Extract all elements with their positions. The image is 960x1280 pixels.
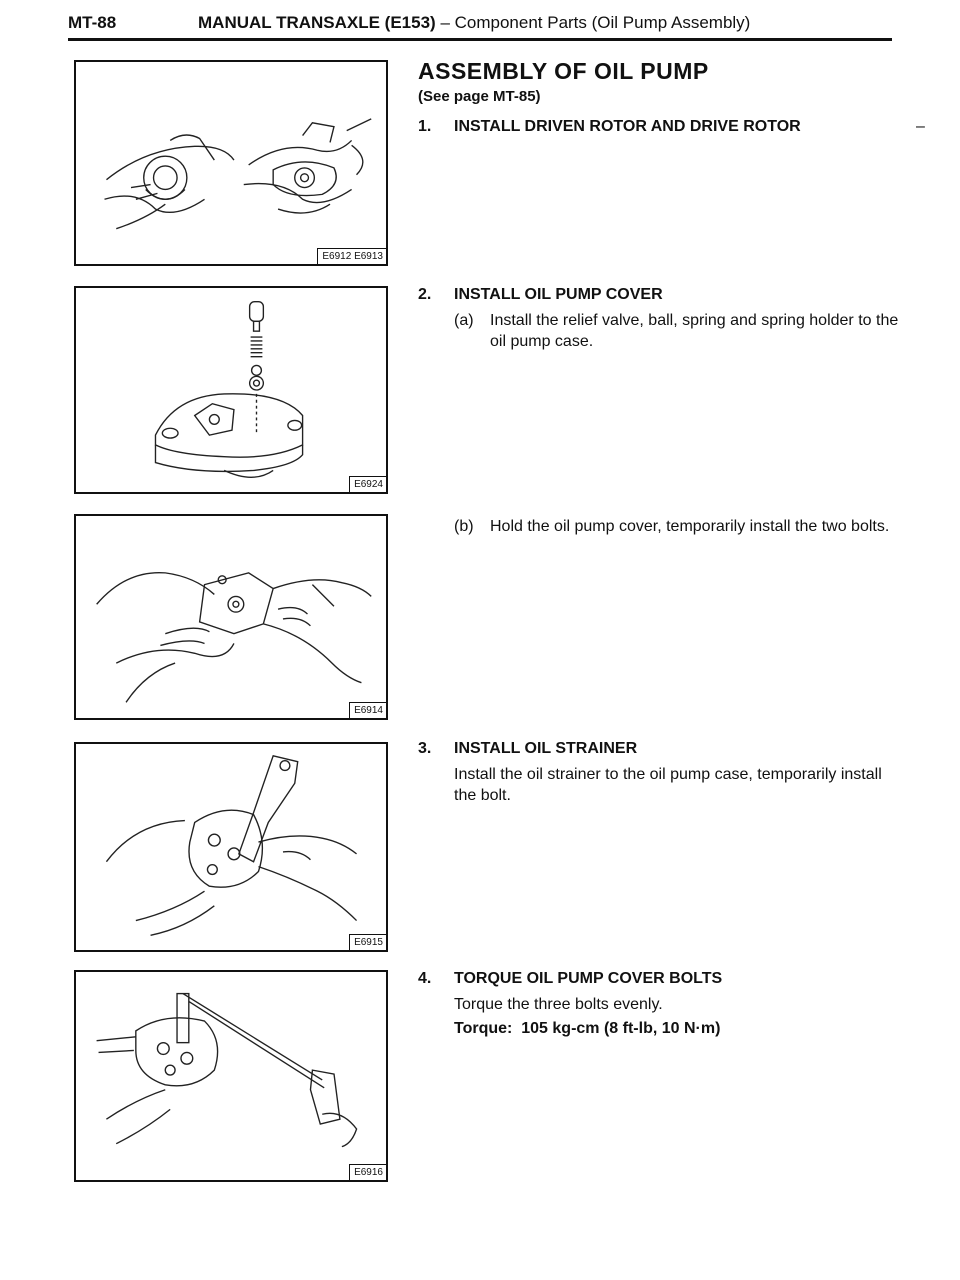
step-4-heading: 4. TORQUE OIL PUMP COVER BOLTS	[418, 970, 722, 988]
illustration-torque-wrench	[96, 992, 358, 1148]
substep-text: Hold the oil pump cover, temporarily ins…	[490, 518, 890, 535]
step-number: 3.	[418, 740, 432, 757]
figure-code: E6924	[349, 476, 386, 492]
step-3-heading: 3. INSTALL OIL STRAINER	[418, 740, 637, 758]
page-title: MANUAL TRANSAXLE (E153) – Component Part…	[198, 12, 750, 34]
figure-hold-cover: E6914	[74, 514, 388, 720]
figure-code: E6912 E6913	[317, 248, 386, 264]
substep-label: (a)	[454, 312, 474, 329]
illustration-hands-strainer	[105, 754, 358, 936]
chapter-subtitle: – Component Parts (Oil Pump Assembly)	[435, 13, 751, 32]
chapter-title: MANUAL TRANSAXLE (E153)	[198, 13, 436, 32]
step-3-text: Install the oil strainer to the oil pump…	[454, 766, 882, 804]
step-number: 1.	[418, 118, 432, 135]
substep-text: Install the relief valve, ball, spring a…	[490, 312, 899, 350]
step-number: 2.	[418, 286, 432, 303]
step-number: 4.	[418, 970, 432, 987]
step-1-heading: 1. INSTALL DRIVEN ROTOR AND DRIVE ROTOR	[418, 118, 801, 136]
step-title: INSTALL OIL STRAINER	[454, 740, 638, 757]
step-2a: (a) Install the relief valve, ball, spri…	[454, 310, 904, 352]
figure-relief-valve: E6924	[74, 286, 388, 494]
substep-label: (b)	[454, 518, 474, 535]
torque-label: Torque:	[454, 1020, 513, 1037]
torque-spec: Torque: 105 kg-cm (8 ft-lb, 10 N·m)	[454, 1020, 720, 1038]
step-title: INSTALL DRIVEN ROTOR AND DRIVE ROTOR	[454, 118, 801, 135]
section-reference: (See page MT-85)	[418, 88, 541, 105]
step-4-text: Torque the three bolts evenly.	[454, 996, 663, 1013]
illustration-hands-rotors	[104, 118, 372, 230]
page-header: MT-88 MANUAL TRANSAXLE (E153) – Componen…	[68, 12, 892, 41]
section-title: ASSEMBLY OF OIL PUMP	[418, 58, 709, 84]
step-2b: (b) Hold the oil pump cover, temporarily…	[454, 516, 904, 537]
figure-code: E6916	[349, 1164, 386, 1180]
illustration-hands-cover	[96, 571, 372, 703]
figure-torque-bolts: E6916	[74, 970, 388, 1182]
figure-code: E6914	[349, 702, 386, 718]
step-title: INSTALL OIL PUMP COVER	[454, 286, 663, 303]
torque-value: 105 kg-cm (8 ft-lb, 10 N·m)	[521, 1020, 721, 1037]
figure-oil-strainer: E6915	[74, 742, 388, 952]
step-title: TORQUE OIL PUMP COVER BOLTS	[454, 970, 723, 987]
margin-mark: –	[916, 118, 925, 135]
figure-install-rotors: E6912 E6913	[74, 60, 388, 266]
page-number: MT-88	[68, 13, 117, 32]
step-2-heading: 2. INSTALL OIL PUMP COVER	[418, 286, 663, 304]
illustration-relief-valve-parts	[154, 301, 304, 478]
figure-code: E6915	[349, 934, 386, 950]
